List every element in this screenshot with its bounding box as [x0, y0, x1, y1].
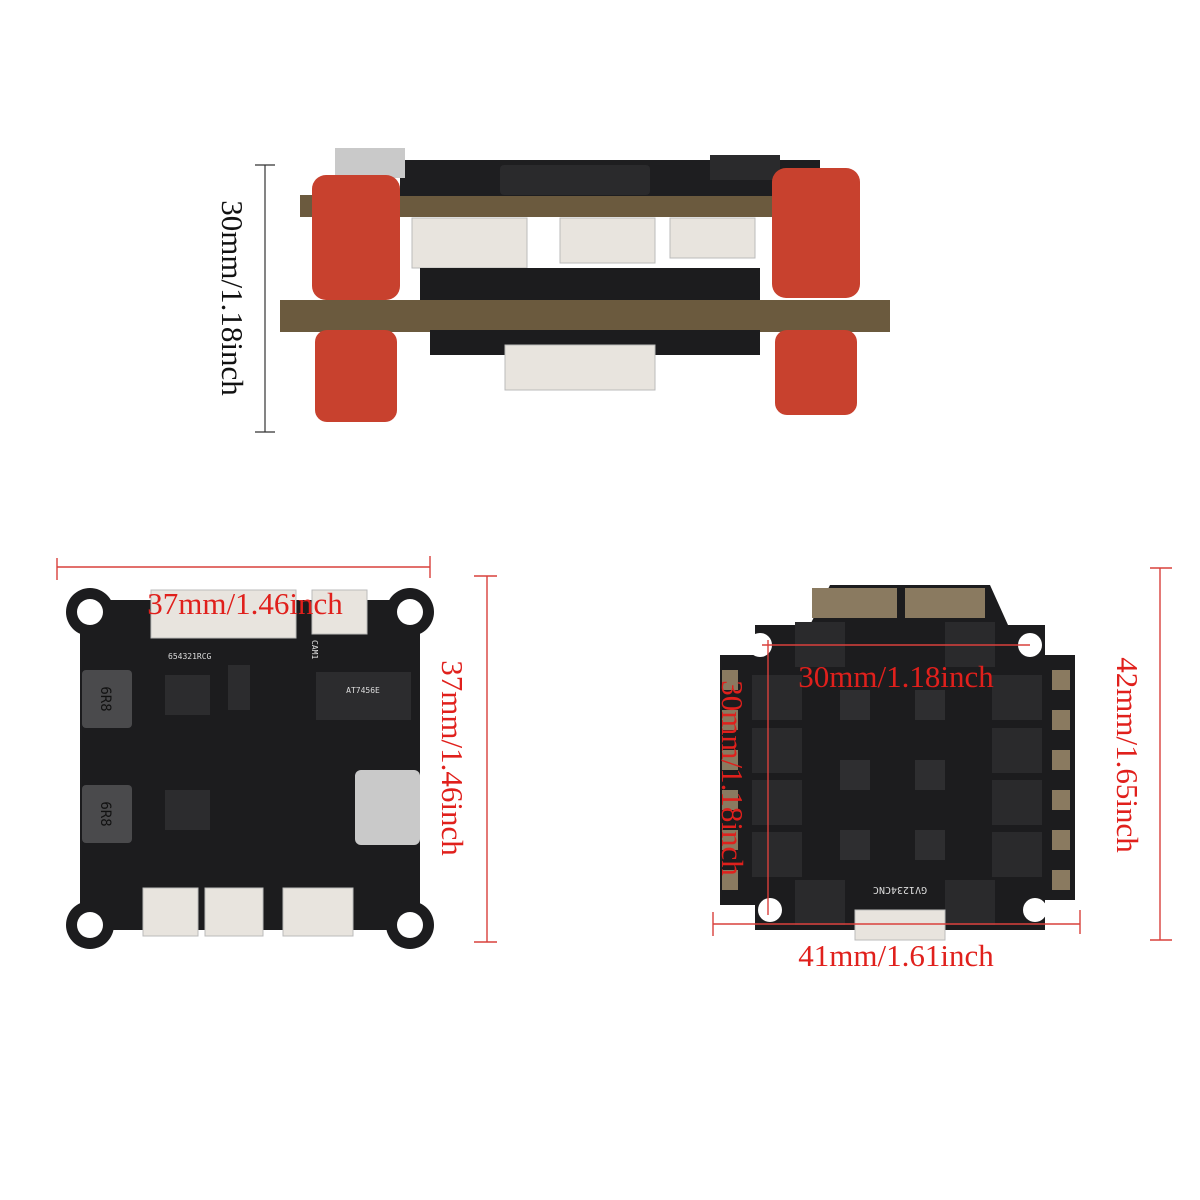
connector: [411, 217, 528, 269]
power-pad: [905, 588, 985, 618]
fc-width-label: 37mm/1.46inch: [147, 586, 343, 621]
esc-board-height-label: 42mm/1.65inch: [1110, 657, 1145, 853]
side-view-stack: [280, 148, 890, 422]
mosfet: [992, 728, 1042, 773]
esc-board-height-dimension: 42mm/1.65inch: [1110, 567, 1172, 941]
inductor-marking: 6R8: [97, 686, 113, 711]
mosfet: [752, 780, 802, 825]
side-height-dimension: 30mm/1.18inch: [215, 164, 275, 433]
standoff: [312, 175, 400, 300]
connector: [311, 589, 368, 635]
standoff: [315, 330, 397, 422]
connector: [854, 909, 946, 941]
motor-pad: [722, 870, 738, 890]
esc-board-width-label: 41mm/1.61inch: [798, 938, 994, 973]
inductor: [82, 670, 132, 728]
driver-chip: [915, 830, 945, 860]
motor-pad: [722, 830, 738, 850]
standoff: [772, 168, 860, 298]
usb-c-port: [355, 770, 420, 845]
motor-pad: [722, 670, 738, 690]
esc-mount-height-dimension: 30mm/1.18inch: [715, 640, 769, 915]
top-pcb-edge: [300, 195, 840, 217]
motor-pad: [1052, 830, 1070, 850]
inductor-marking: 6R8: [97, 801, 113, 826]
motor-pad: [722, 790, 738, 810]
esc-mount-height-label: 30mm/1.18inch: [715, 680, 750, 876]
mount-hole: [1023, 898, 1047, 922]
flight-controller-board: 6R8 6R8 AT7456E 654321RCG CAM1: [66, 588, 434, 949]
usb-port: [335, 148, 405, 178]
pin-labels: 654321RCG: [168, 652, 212, 661]
mount-hole: [397, 599, 423, 625]
esc-board: GV1234CNC: [720, 585, 1075, 941]
connector: [504, 344, 656, 391]
motor-pad: [1052, 750, 1070, 770]
esc-board-width-dimension: 41mm/1.61inch: [712, 910, 1081, 973]
connector: [282, 887, 354, 937]
standoff: [775, 330, 857, 415]
connector: [150, 589, 297, 639]
fc-width-dimension: 37mm/1.46inch: [56, 556, 431, 621]
mosfet: [752, 728, 802, 773]
motor-pad: [1052, 870, 1070, 890]
mount-hole: [77, 599, 103, 625]
bottom-pcb-edge: [280, 300, 890, 332]
mount-hole: [748, 633, 772, 657]
driver-chip: [840, 690, 870, 720]
mount-hole: [758, 898, 782, 922]
fc-height-label: 37mm/1.46inch: [435, 660, 470, 856]
mosfet: [945, 880, 995, 925]
mosfet: [795, 880, 845, 925]
driver-chip: [915, 690, 945, 720]
connector-label: GV1234CNC: [873, 884, 927, 895]
motor-pad: [722, 710, 738, 730]
connector: [559, 217, 656, 264]
mount-hole: [77, 912, 103, 938]
mosfet: [752, 675, 802, 720]
motor-pad: [1052, 710, 1070, 730]
mosfet: [992, 675, 1042, 720]
esc-mount-width-label: 30mm/1.18inch: [798, 659, 994, 694]
driver-chip: [840, 830, 870, 860]
mosfet: [992, 780, 1042, 825]
mosfet: [992, 832, 1042, 877]
connector: [204, 887, 264, 937]
connector: [142, 887, 199, 937]
fc-height-dimension: 37mm/1.46inch: [435, 575, 497, 943]
driver-chip: [840, 760, 870, 790]
motor-pad: [722, 750, 738, 770]
inductor: [82, 785, 132, 843]
mosfet: [752, 832, 802, 877]
cam-label: CAM1: [310, 640, 319, 659]
osd-chip: [316, 672, 411, 720]
esc-mount-width-dimension: 30mm/1.18inch: [762, 644, 1030, 694]
connector: [669, 217, 756, 259]
driver-chip: [915, 760, 945, 790]
motor-pad: [1052, 790, 1070, 810]
motor-pad: [1052, 670, 1070, 690]
power-pad: [812, 588, 897, 618]
side-height-label: 30mm/1.18inch: [215, 200, 250, 396]
chip-marking: AT7456E: [346, 686, 380, 695]
mount-hole: [397, 912, 423, 938]
